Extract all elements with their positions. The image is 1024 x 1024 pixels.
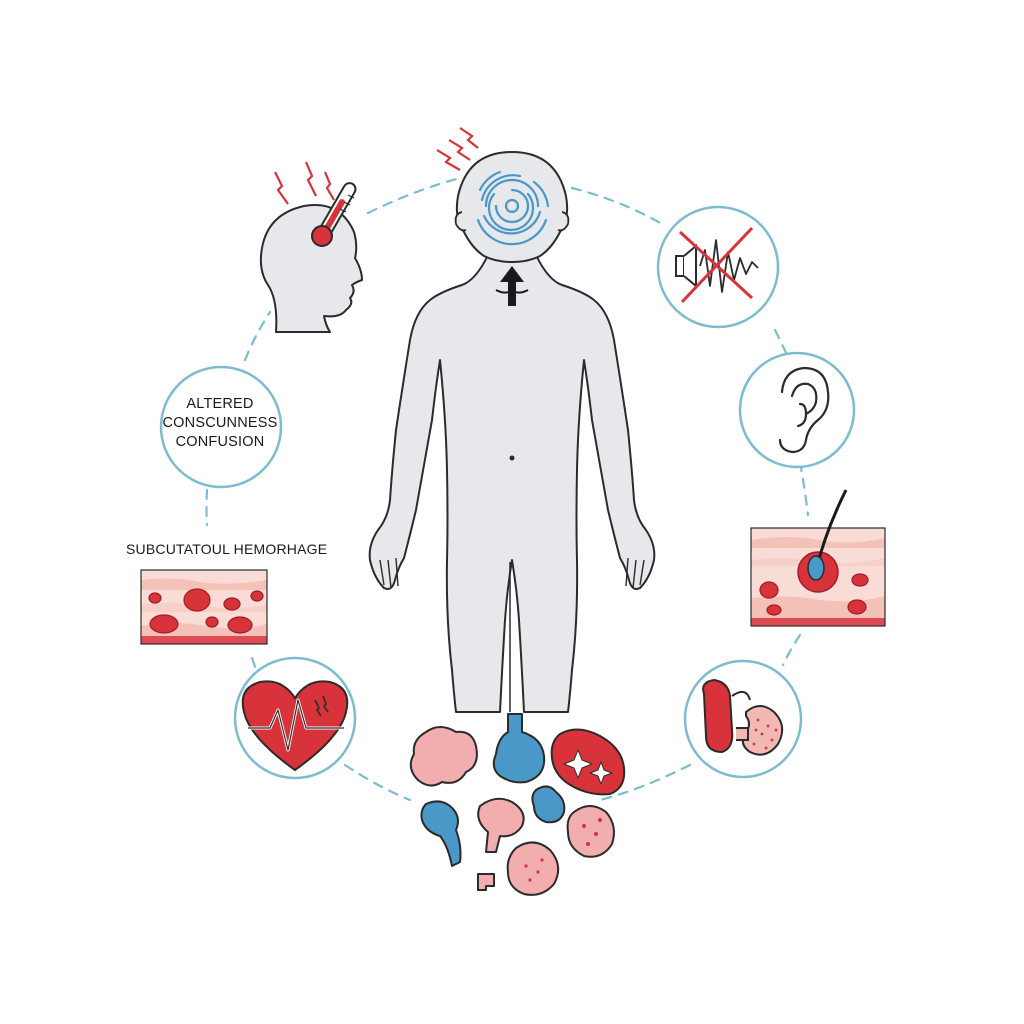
organ-cluster [409, 713, 626, 896]
head-outline [455, 150, 569, 264]
skin-hemorrhage-icon [140, 569, 268, 645]
pancreas-organ-pink [506, 841, 560, 896]
subcutaneous-hemorrhage-label: SUBCUTATOUL HEMORHAGE [126, 541, 328, 557]
lung-organ-pink [409, 726, 478, 787]
consciousness-line-3: CONFUSION [175, 434, 265, 450]
kidney-organ-blue [531, 785, 566, 824]
bladder-organ-blue [492, 713, 546, 784]
head-pain-lightning-icon [436, 127, 479, 171]
consciousness-line-2: CONSCUNNESS [162, 415, 278, 431]
fever-lightning-icon [274, 161, 335, 205]
digestive-circle [683, 659, 803, 779]
stomach-organ-pink [477, 797, 525, 853]
dizziness-spiral-icon [476, 170, 550, 246]
up-arrow-icon [495, 266, 529, 306]
consciousness-circle [159, 365, 283, 489]
navel [509, 455, 515, 461]
spleen-organ-pink [566, 805, 615, 858]
cross-line-2 [680, 226, 754, 304]
thermometer-icon [311, 182, 357, 247]
fever-head-icon [259, 161, 363, 333]
skin-follicle-icon [750, 489, 886, 627]
sound-wave-muted-icon [675, 226, 759, 304]
duct-organ-pink [477, 873, 495, 891]
hand-fingers [379, 557, 645, 589]
altered-consciousness-label: ALTERED CONSCUNNESS CONFUSION [160, 395, 280, 452]
gallbladder-organ-blue [420, 800, 462, 867]
human-body-figure [368, 127, 656, 713]
heart-ecg-icon [241, 680, 349, 772]
ear-icon [778, 366, 830, 454]
consciousness-line-1: ALTERED [186, 396, 254, 412]
body-silhouette [368, 254, 656, 713]
stomach-intestine-icon [702, 678, 784, 756]
